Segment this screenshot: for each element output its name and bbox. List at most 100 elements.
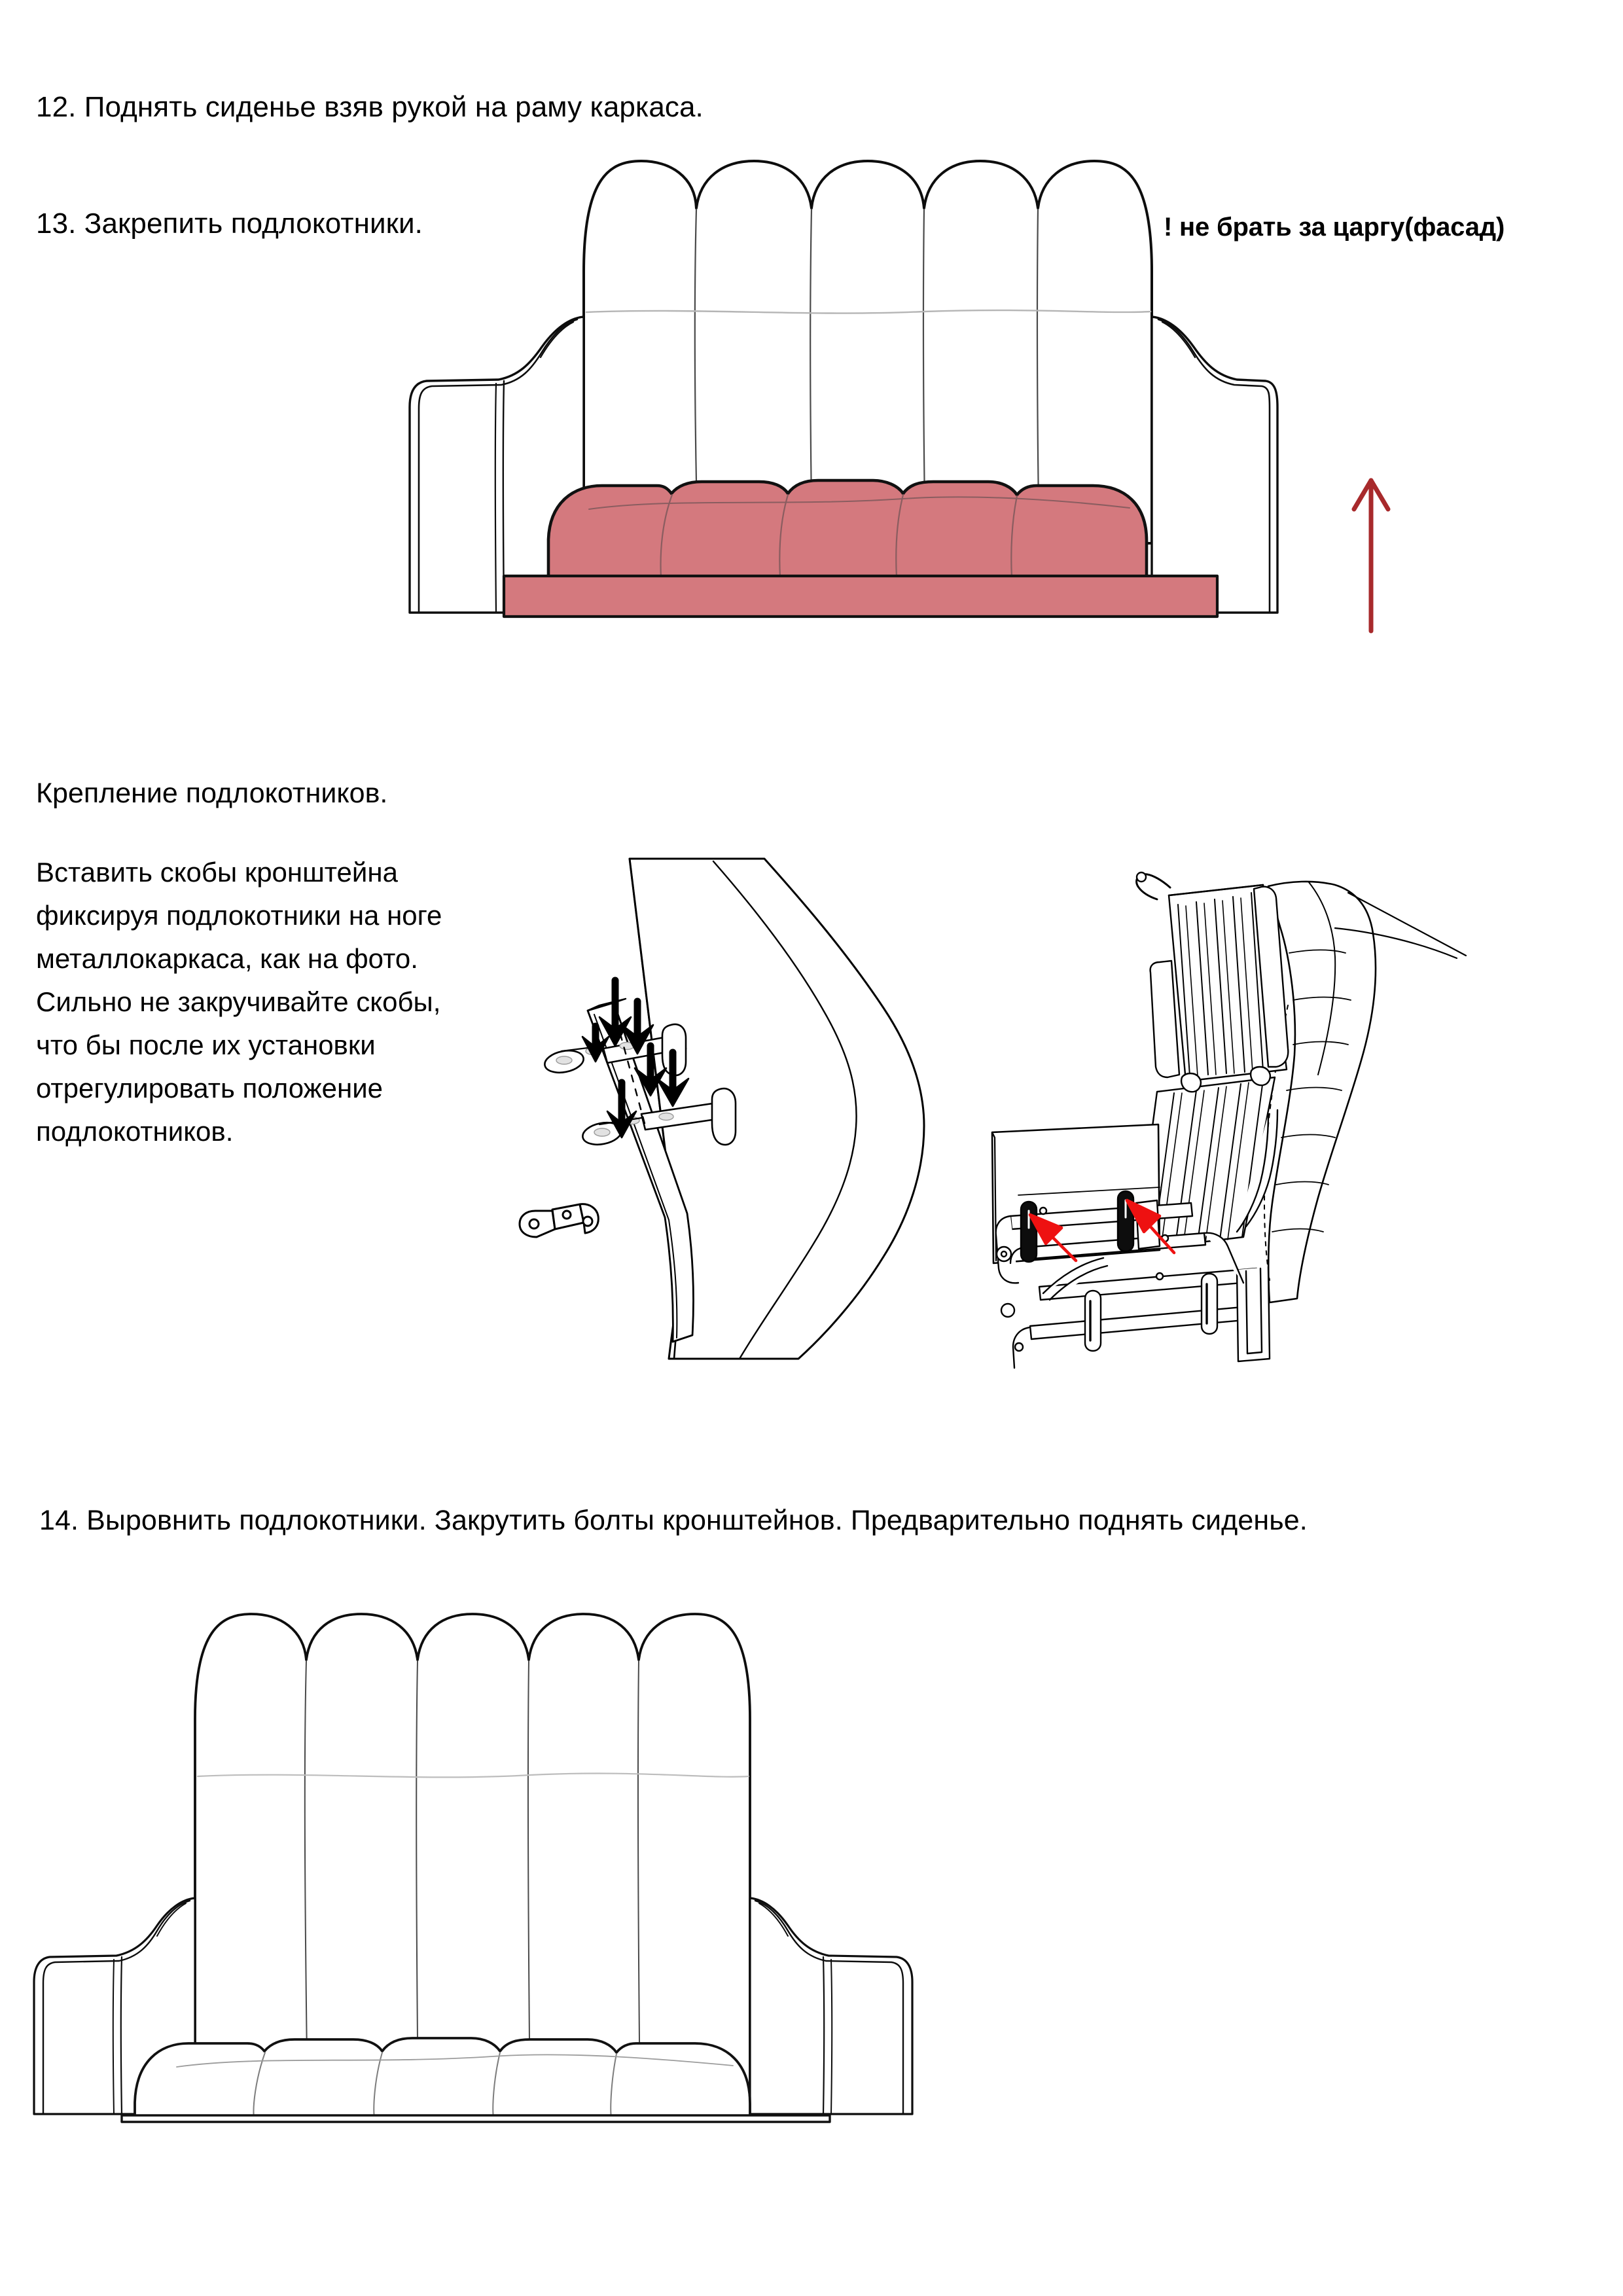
sofa2-flute-3 (527, 1660, 531, 2108)
sofa2-right-armrest-crease2 (830, 1959, 833, 2115)
pivot-3 (1039, 1206, 1048, 1215)
sofa-left-armrest (408, 315, 585, 614)
seat-flute-2 (779, 493, 789, 579)
upper-cushion-edge2 (1334, 927, 1458, 960)
figure-sofa-assembled (26, 1590, 982, 2127)
side-panel-crease-3 (1293, 1041, 1349, 1045)
seat-flute-3 (895, 493, 904, 579)
side-panel-crease-5 (1281, 1134, 1336, 1138)
backrest-seam (585, 309, 1152, 314)
paragraph-line: подлокотников. (36, 1116, 234, 1147)
left-armrest-inner-edge (418, 318, 579, 614)
alignment-dashed-line (615, 1018, 647, 1127)
mechanism-hinges (1180, 1066, 1279, 1233)
figure-bracket-mounting-detail (517, 818, 949, 1361)
paragraph-line: что бы после их установки (36, 1030, 376, 1060)
sofa2-right-armrest-crease (822, 1956, 825, 2115)
section-paragraph: Вставить скобы кронштейна фиксируя подло… (36, 851, 586, 1153)
installation-arrows (581, 977, 690, 1139)
left-armrest-roll (539, 321, 575, 359)
bracket-upper (544, 1023, 687, 1077)
seat-slat-gap-4 (1227, 1082, 1249, 1240)
sofa2-backrest-outline (194, 1613, 751, 2109)
pivot-5 (1155, 1272, 1164, 1281)
seat-slat-2 (1175, 1090, 1197, 1246)
red-arrow-2-head (1125, 1198, 1162, 1234)
figure-sofa-seat-raised (393, 151, 1283, 648)
arrow-head (1351, 478, 1391, 512)
red-pointer-arrows (1028, 1198, 1176, 1263)
pivot-6 (1014, 1342, 1024, 1352)
sofa2-right-armrest-roll (758, 1903, 789, 1937)
section-title-armrest-mounting: Крепление подлокотников. (36, 778, 388, 809)
upper-cushion-edge (1347, 891, 1467, 957)
armrest-board-inner-line (1018, 1187, 1160, 1196)
sofa2-left-armrest-crease (120, 1956, 123, 2115)
armrest-board-edge (991, 1131, 997, 1262)
slot-adjuster-1 (1084, 1289, 1102, 1352)
paragraph-line: отрегулировать положение (36, 1073, 383, 1103)
frame-diagonal (1042, 1257, 1105, 1295)
slat-5 (1251, 892, 1264, 1071)
instruction-step-14: 14. Выровнить подлокотники. Закрутить бо… (39, 1505, 1308, 1536)
side-panel-seam-dashed (1264, 1005, 1289, 1281)
side-panel-crease-6 (1275, 1181, 1329, 1185)
instruction-step-12: 12. Поднять сиденье взяв рукой на раму к… (36, 91, 704, 123)
right-armrest-inner-edge (1157, 318, 1271, 614)
armrest-panel-outline (628, 857, 925, 1360)
sofa2-left-armrest-crease2 (112, 1959, 115, 2115)
armrest-panel-inner-face (712, 860, 857, 1360)
pivot-2 (1000, 1302, 1016, 1318)
side-panel-crease-2 (1293, 996, 1351, 1001)
left-armrest-front-crease-2 (494, 382, 497, 614)
seat-top-seam (588, 496, 1130, 510)
seat-slat-gap-1 (1160, 1092, 1183, 1248)
install-arrow-2 (620, 997, 654, 1055)
frame-rail-bottom (1029, 1305, 1253, 1340)
backrest-top-bar (1168, 884, 1264, 897)
backrest-side-rail-right (1253, 886, 1289, 1068)
sofa2-flute-4 (637, 1660, 641, 2108)
instruction-step-13: 13. Закрепить подлокотники. (36, 207, 423, 240)
arrow-lift-up (1345, 471, 1397, 635)
slat-gap-3 (1222, 900, 1235, 1074)
paragraph-line: Сильно не закручивайте скобы, (36, 986, 441, 1017)
right-armrest-roll (1161, 321, 1196, 359)
sofa-seat-cushion-highlight (546, 478, 1149, 579)
side-panel-top-fold (1308, 882, 1336, 1075)
sofa2-left-armrest-roll (156, 1903, 187, 1937)
slat-gap-2 (1204, 903, 1217, 1075)
seat-slat-gap-3 (1205, 1086, 1227, 1243)
seat-slat-3 (1197, 1087, 1219, 1243)
install-arrow-1 (598, 977, 632, 1047)
loose-bracket-hardware (518, 1203, 599, 1238)
paragraph-line: Вставить скобы кронштейна (36, 857, 398, 888)
handle-knob (1135, 871, 1147, 883)
install-arrow-3 (581, 1022, 610, 1063)
install-arrow-5 (656, 1049, 690, 1107)
sofa-backrest-outline (582, 160, 1153, 545)
slat-2 (1196, 901, 1209, 1075)
bracket-lower-stem (711, 1087, 737, 1146)
slat-1 (1177, 904, 1190, 1077)
leg-highlight-line (594, 1014, 678, 1338)
sofa2-backrest-seam (196, 1772, 750, 1778)
seat-slat-gap-2 (1183, 1090, 1205, 1246)
sofa2-seat-cushion (134, 2037, 751, 2118)
side-panel-crease-7 (1272, 1228, 1324, 1232)
seat-slat-4 (1219, 1083, 1241, 1240)
sofa2-flute-1 (304, 1660, 308, 2108)
install-arrow-4 (633, 1042, 668, 1097)
sofa2-right-armrest-inner (754, 1899, 904, 2115)
backrest-slat-frame (1149, 884, 1289, 1083)
figure-transform-mechanism (982, 844, 1467, 1374)
bracket-lower-washer-left-inner (594, 1128, 611, 1137)
frame-leg-right (1203, 1232, 1245, 1284)
side-panel-crease-1 (1289, 949, 1346, 954)
warning-note: ! не брать за царгу(фасад) (1164, 213, 1505, 242)
sofa2-left-armrest-inner (42, 1899, 191, 2115)
side-panel-crease-4 (1286, 1086, 1342, 1091)
sofa2-right-armrest (749, 1897, 914, 2115)
backrest-side-rail (1149, 960, 1181, 1079)
